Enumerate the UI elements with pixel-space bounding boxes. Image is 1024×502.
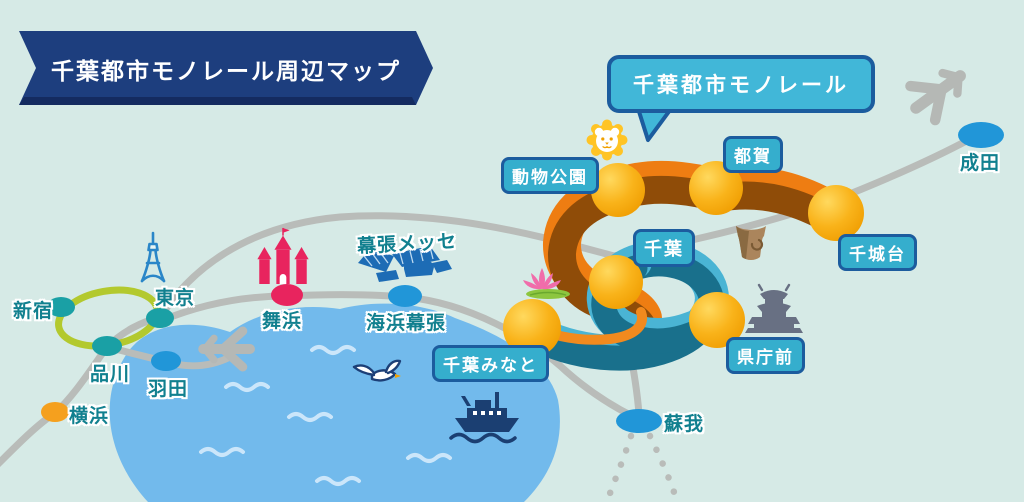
station-label-shinjuku: 新宿: [13, 300, 54, 322]
station-marker-kaihinmakuhari: [388, 285, 422, 307]
station-label-tokyo: 東京: [155, 287, 196, 309]
station-marker-yokohama: [41, 402, 69, 422]
pottery-icon: [736, 226, 766, 260]
makuhari-messe-icon: [358, 246, 452, 282]
station-marker-kenchomae: [689, 292, 745, 348]
airplane-icon: [904, 59, 973, 125]
monorail-station-markers: [503, 161, 864, 357]
station-marker-dobutsukoen: [591, 163, 645, 217]
seagull-icon: [352, 359, 402, 382]
station-marker-maihama: [271, 284, 303, 306]
station-label-chiba: 千葉: [633, 229, 695, 267]
station-marker-narita: [958, 122, 1004, 148]
station-marker-chiba: [589, 255, 643, 309]
station-marker-haneda: [151, 351, 181, 371]
sobu-narita-line: [156, 134, 976, 322]
lion-icon: [586, 119, 628, 161]
landmark-label-makuhari-messe: 幕張メッセ: [356, 230, 458, 258]
chiba-castle-icon: [745, 283, 803, 333]
station-label-yokohama: 横浜: [69, 405, 110, 427]
station-marker-soga: [616, 409, 662, 433]
station-label-soga: 蘇我: [664, 413, 705, 435]
station-marker-chibaminato: [503, 299, 561, 357]
monorail-callout: 千葉都市モノレール: [607, 55, 875, 113]
station-label-kaihinmakuhari: 海浜幕張: [366, 312, 447, 334]
station-marker-shinagawa: [92, 336, 122, 356]
station-label-tsuga: 都賀: [723, 136, 783, 173]
station-label-dobutsukoen: 動物公園: [501, 157, 599, 194]
station-label-chibaminato: 千葉みなと: [432, 345, 549, 382]
lotus-icon: [523, 268, 570, 299]
station-label-shinagawa: 品川: [90, 363, 131, 385]
title-banner-ribbon: [19, 31, 433, 105]
tokaido-line: [0, 314, 164, 467]
station-marker-tsuga: [689, 161, 743, 215]
station-marker-chishirodai: [808, 185, 864, 241]
tokyo-bay: [109, 303, 560, 502]
tokyo-tower-icon: [140, 231, 166, 283]
page-title: 千葉都市モノレール周辺マップ: [51, 59, 401, 85]
station-marker-tokyo: [146, 308, 174, 328]
ship-icon: [449, 392, 519, 444]
dotted-line-southwest: [605, 432, 635, 500]
station-label-chishirodai: 千城台: [838, 234, 917, 271]
station-label-maihama: 舞浜: [262, 310, 303, 332]
dotted-line-southeast: [646, 432, 679, 499]
station-label-narita: 成田: [960, 152, 1001, 174]
station-label-kenchomae: 県庁前: [726, 337, 805, 374]
rail-station-markers: [41, 122, 1004, 433]
station-label-haneda: 羽田: [148, 378, 189, 400]
station-marker-shinjuku: [47, 297, 75, 317]
disney-castle-icon: [257, 227, 309, 284]
